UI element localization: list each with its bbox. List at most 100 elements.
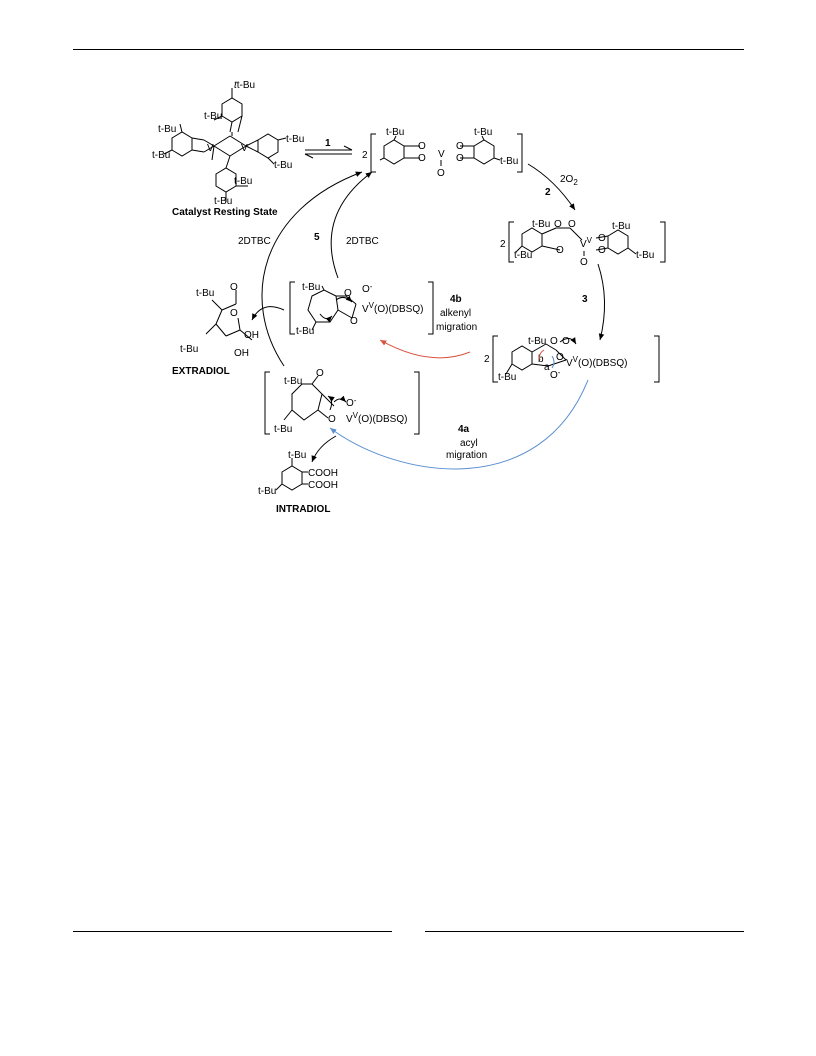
tbu-label: t-Bu (274, 424, 292, 435)
tbu-label: tt-Bu (234, 80, 255, 91)
tbu-label: t-Bu (234, 176, 252, 187)
oxygen-label: O (556, 245, 564, 256)
vanadium-dbsq-label: VV(O)(DBSQ) (566, 355, 627, 369)
oxide-label: O- (550, 368, 561, 381)
oxygen-label: O (550, 336, 558, 347)
oxide-label: O- (362, 282, 373, 295)
bond-b-label: b (538, 354, 544, 365)
left-bracket (264, 371, 270, 435)
footer-rule-left (73, 931, 392, 932)
carboxyl-label: COOH (308, 480, 338, 491)
tbu-label: t-Bu (158, 124, 176, 135)
left-bracket (508, 221, 514, 263)
catalyst-resting-state-structure (163, 88, 287, 202)
hydroxyl-label: OH (244, 330, 259, 341)
oxygen-label: O (554, 219, 562, 230)
step-5-label: 5 (314, 232, 320, 243)
step-5-reagent-right: 2DTBC (346, 236, 379, 247)
vanadium-dbsq-label: VV(O)(DBSQ) (362, 301, 423, 315)
step-4b-label: 4b (450, 294, 462, 305)
step-2-arrow (527, 163, 576, 211)
tbu-label: t-Bu (286, 134, 304, 145)
oxygen-label: O (316, 368, 324, 379)
step-1-label: 1 (325, 138, 331, 149)
tbu-label: t-Bu (514, 250, 532, 261)
step-5-arrow-inner (330, 171, 373, 279)
monomer-complex-structure (379, 135, 501, 165)
coefficient-2: 2 (500, 239, 506, 250)
oxygen-label: O (556, 352, 564, 363)
tbu-label: t-Bu (288, 450, 306, 461)
tbu-label: t-Bu (204, 111, 222, 122)
oxygen-label: O (344, 288, 352, 299)
tbu-label: t-Bu (258, 486, 276, 497)
oxygen-label: O (437, 168, 445, 179)
oxygen-label: O (328, 414, 336, 425)
oxygen-label: O (456, 153, 464, 164)
tbu-label: t-Bu (386, 127, 404, 138)
tbu-label: t-Bu (528, 336, 546, 347)
vanadium-label: V (207, 143, 214, 154)
electron-push-arrow (335, 295, 353, 303)
oxygen-label: O (580, 257, 588, 268)
electron-push-arrow (333, 395, 347, 403)
oxygen-label: O (456, 141, 464, 152)
tbu-label: t-Bu (284, 376, 302, 387)
footer-rule-right (425, 931, 744, 932)
carboxyl-label: COOH (308, 468, 338, 479)
step-3-arrow (597, 263, 606, 341)
vanadium-label: VV (580, 236, 593, 250)
step-4a-acyl-migration-arrow (329, 379, 589, 470)
tbu-label: t-Bu (532, 219, 550, 230)
electron-push-arrow (559, 337, 577, 345)
catalyst-resting-state-label: Catalyst Resting State (172, 207, 278, 218)
extradiol-label: EXTRADIOL (172, 366, 230, 377)
step-1-reverse-arrow-head (304, 153, 314, 159)
tbu-label: t-Bu (498, 372, 516, 383)
header-rule (73, 49, 744, 50)
step-4b-line1: alkenyl (440, 308, 471, 319)
left-bracket (492, 335, 498, 383)
oxygen-label: O (562, 336, 570, 347)
oxygen-label: O (568, 219, 576, 230)
right-bracket (654, 335, 660, 383)
step-4a-line1: acyl (460, 438, 478, 449)
right-bracket (428, 281, 434, 335)
tbu-label: t-Bu (196, 288, 214, 299)
bond-a-label: a (544, 362, 550, 373)
tbu-label: t-Bu (274, 160, 292, 171)
right-bracket (660, 221, 666, 263)
left-bracket (289, 281, 295, 335)
tbu-label: t-Bu (500, 156, 518, 167)
tbu-label: t-Bu (474, 127, 492, 138)
oxygen-label: O (418, 153, 426, 164)
step-5-arrow-outer (261, 171, 363, 367)
step-2-reagent: 2O2 (560, 174, 578, 187)
vanadium-label: V (241, 143, 248, 154)
step-4a-label: 4a (458, 424, 470, 435)
step-4a-line2: migration (446, 450, 487, 461)
vanadium-label: V (438, 149, 445, 160)
tbu-label: t-Bu (296, 326, 314, 337)
oxygen-label: O (230, 308, 238, 319)
step-4b-alkenyl-migration-arrow (379, 339, 471, 359)
step-1-forward-arrow-head (343, 145, 353, 151)
oxygen-label: O (418, 141, 426, 152)
peroxo-intermediate-structure (515, 227, 637, 255)
to-extradiol-arrow (251, 306, 285, 321)
step-4b-line2: migration (436, 322, 477, 333)
intradiol-label: INTRADIOL (276, 504, 330, 515)
tbu-label: t-Bu (636, 250, 654, 261)
step-5-reagent-left: 2DTBC (238, 236, 271, 247)
oxygen-label: O (230, 282, 238, 293)
coefficient-2: 2 (362, 150, 368, 161)
intradiol-product-structure (275, 458, 308, 491)
oxide-label: O- (346, 396, 357, 409)
electron-push-arrow (319, 313, 333, 323)
oxygen-label: O (598, 233, 606, 244)
coefficient-2: 2 (484, 354, 490, 365)
right-bracket (414, 371, 420, 435)
bond-a-migration-arrow (551, 355, 555, 369)
criegee-intermediate-structure (505, 343, 567, 375)
left-bracket (370, 133, 376, 173)
